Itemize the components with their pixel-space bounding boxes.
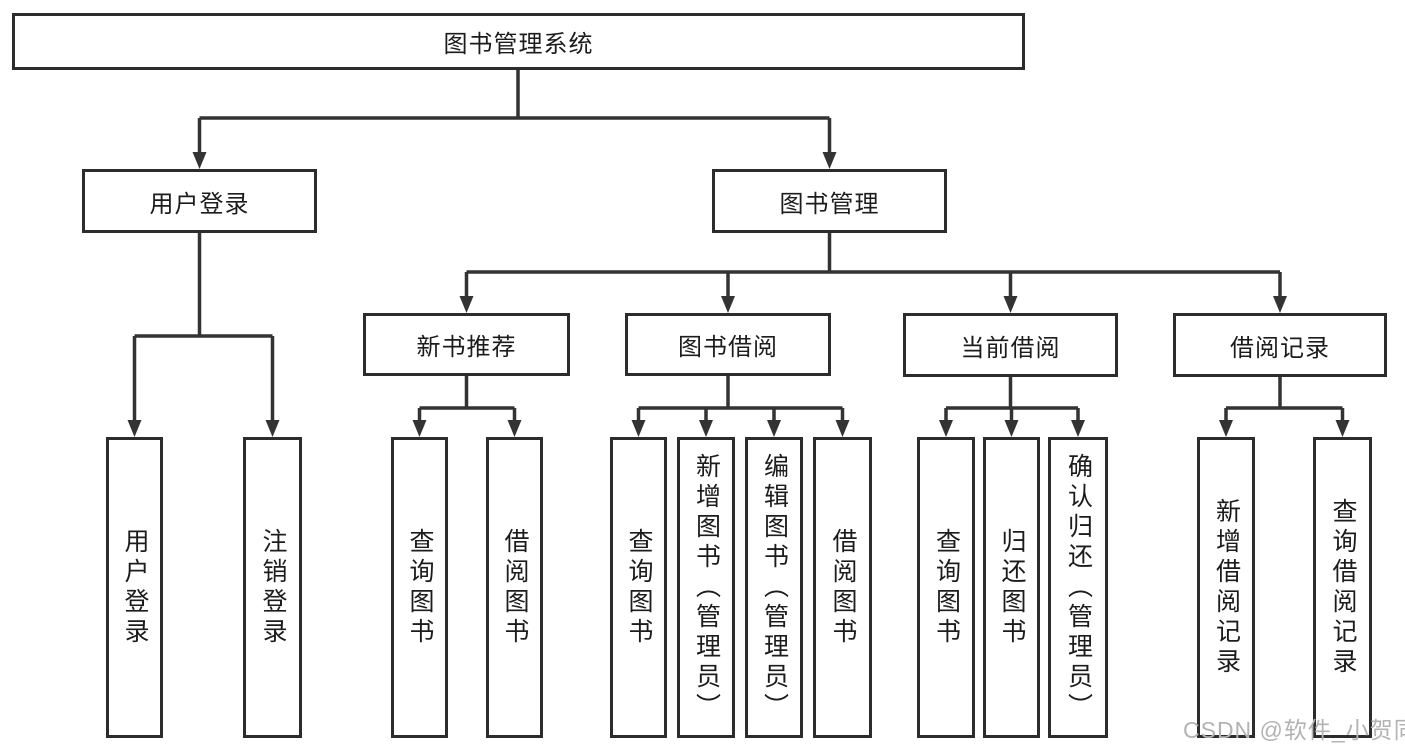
node-borrow-records: 借阅记录 — [1173, 313, 1387, 377]
leaf-query-book-3-label: 查询图书 — [932, 527, 961, 648]
leaf-return-book: 归还图书 — [983, 437, 1040, 738]
node-current-borrow: 当前借阅 — [903, 313, 1118, 377]
leaf-add-borrow-record-label: 新增借阅记录 — [1212, 497, 1241, 678]
leaf-query-book-2-label: 查询图书 — [625, 527, 653, 648]
leaf-query-borrow-record: 查询借阅记录 — [1313, 437, 1372, 738]
leaf-query-book-2: 查询图书 — [610, 437, 667, 738]
leaf-add-book-admin-label: 新增图书（管理员） — [692, 452, 721, 723]
leaf-confirm-return-admin: 确认归还（管理员） — [1048, 437, 1108, 738]
leaf-edit-book-admin: 编辑图书（管理员） — [745, 437, 803, 738]
leaf-borrow-book-1-label: 借阅图书 — [501, 527, 529, 648]
leaf-query-book-3: 查询图书 — [917, 437, 975, 738]
leaf-return-book-label: 归还图书 — [998, 527, 1026, 648]
node-new-book-recommend: 新书推荐 — [363, 313, 570, 376]
leaf-edit-book-admin-label: 编辑图书（管理员） — [760, 452, 789, 723]
leaf-query-borrow-record-label: 查询借阅记录 — [1329, 497, 1357, 678]
node-book-management: 图书管理 — [712, 169, 947, 233]
leaf-logout: 注销登录 — [243, 437, 302, 738]
node-root: 图书管理系统 — [12, 13, 1025, 70]
leaf-add-book-admin: 新增图书（管理员） — [677, 437, 735, 738]
leaf-user-login-label: 用户登录 — [121, 527, 149, 648]
leaf-query-book-1-label: 查询图书 — [406, 527, 434, 648]
leaf-borrow-book-1: 借阅图书 — [486, 437, 543, 738]
csdn-watermark: CSDN @软件_小贺同学 — [1183, 717, 1405, 743]
leaf-logout-label: 注销登录 — [259, 527, 287, 648]
leaf-confirm-return-admin-label: 确认归还（管理员） — [1064, 452, 1093, 723]
leaf-borrow-book-2-label: 借阅图书 — [829, 527, 857, 648]
leaf-borrow-book-2: 借阅图书 — [813, 437, 872, 738]
node-book-borrow: 图书借阅 — [625, 313, 831, 376]
leaf-user-login: 用户登录 — [106, 437, 163, 738]
node-user-login: 用户登录 — [82, 169, 317, 233]
leaf-query-book-1: 查询图书 — [391, 437, 448, 738]
leaf-add-borrow-record: 新增借阅记录 — [1197, 437, 1255, 738]
